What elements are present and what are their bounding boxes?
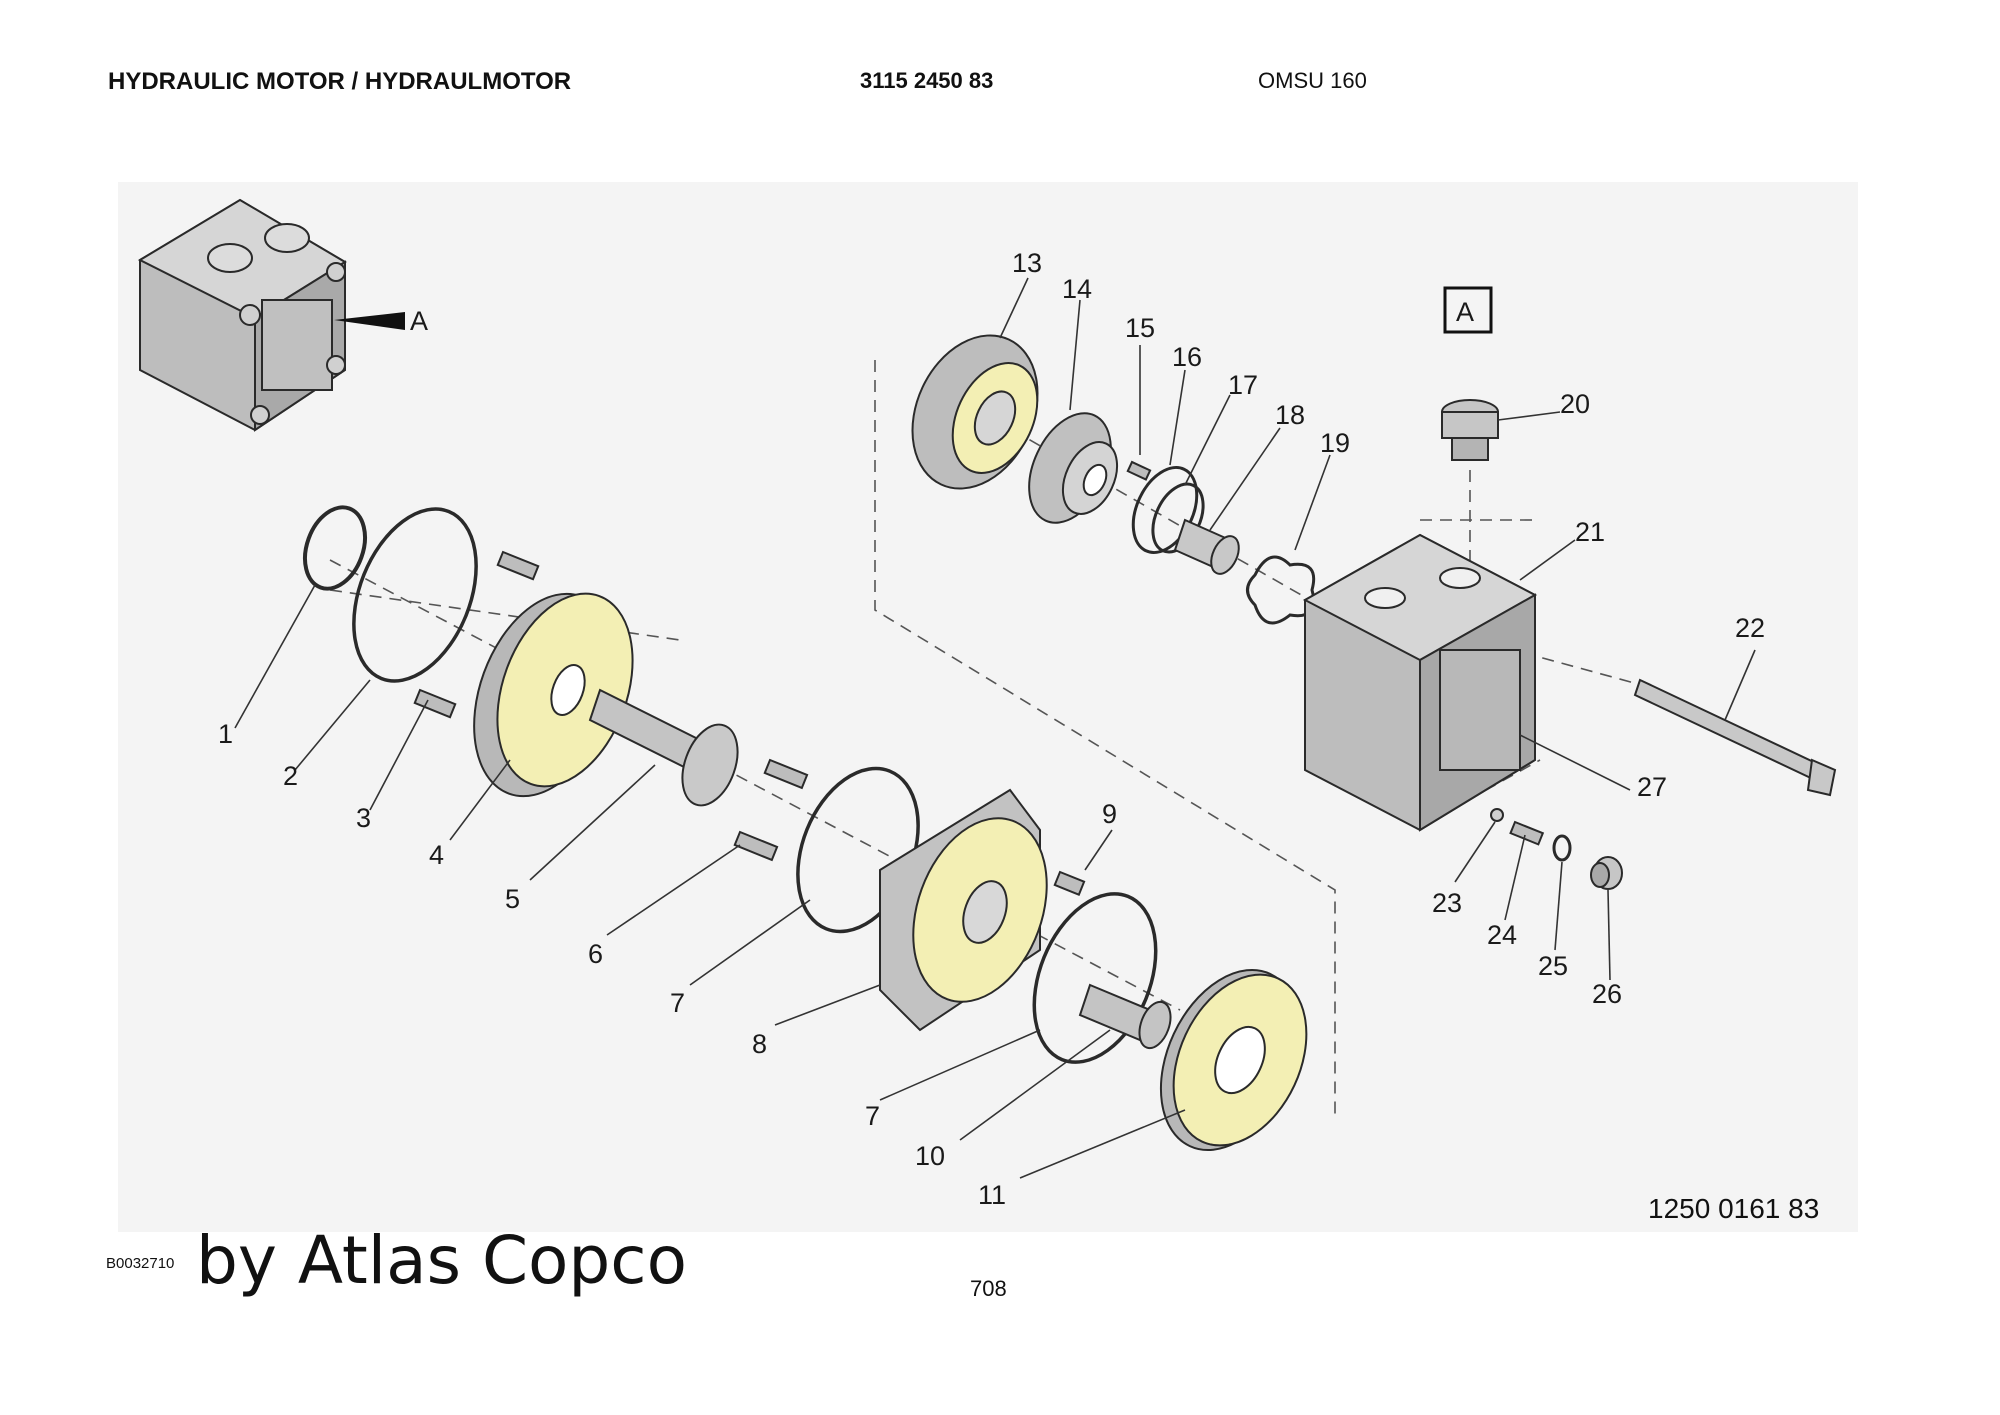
part-8-gerotor-housing — [879, 788, 1048, 1032]
part-13-end-cover — [911, 334, 1039, 490]
callout-1: 1 — [218, 719, 233, 749]
callout-15: 15 — [1125, 313, 1155, 343]
callout-7a: 7 — [670, 988, 685, 1018]
callout-21: 21 — [1575, 517, 1605, 547]
callout-3: 3 — [356, 803, 371, 833]
part-7-o-ring-b — [1032, 892, 1158, 1064]
callout-14: 14 — [1062, 274, 1092, 304]
part-4-flange — [473, 592, 634, 798]
callout-7b: 7 — [865, 1101, 880, 1131]
part-9-pin — [1053, 870, 1086, 897]
part-25-washer — [1552, 834, 1572, 862]
part-15-pin — [1126, 460, 1152, 481]
view-arrow — [334, 312, 405, 330]
part-11-valve-plate — [1159, 969, 1308, 1151]
part-20-plug — [1441, 399, 1499, 461]
part-number: 3115 2450 83 — [860, 68, 994, 93]
page-number: 708 — [970, 1276, 1007, 1301]
callout-2: 2 — [283, 761, 298, 791]
callout-9: 9 — [1102, 799, 1117, 829]
callout-6: 6 — [588, 939, 603, 969]
brand-text: by Atlas Copco — [196, 1222, 687, 1299]
leader-lines — [234, 277, 1756, 1179]
callout-11: 11 — [978, 1180, 1006, 1210]
figure-code: 1250 0161 83 — [1648, 1193, 1820, 1224]
part-10-drive-shaft — [1078, 983, 1172, 1050]
view-label-a: A — [410, 306, 428, 336]
document-code: B0032710 — [106, 1255, 175, 1272]
detail-box — [1443, 286, 1493, 334]
part-2-o-ring — [352, 507, 478, 683]
document-title: HYDRAULIC MOTOR / HYDRAULMOTOR — [108, 68, 572, 95]
callout-27: 27 — [1637, 772, 1667, 802]
callout-20: 20 — [1560, 389, 1590, 419]
part-14-bearing-housing — [1028, 412, 1119, 524]
part-23-ball — [1490, 808, 1504, 822]
detail-box-label: A — [1456, 297, 1474, 327]
callout-16: 16 — [1172, 342, 1202, 372]
callout-4: 4 — [429, 840, 444, 870]
callout-10: 10 — [915, 1141, 945, 1171]
callout-25: 25 — [1538, 951, 1568, 981]
callout-13: 13 — [1012, 248, 1042, 278]
part-5-shaft — [588, 688, 739, 807]
part-22-bolt — [1633, 678, 1837, 797]
part-26-plug — [1590, 856, 1623, 890]
callout-18: 18 — [1275, 400, 1305, 430]
callout-5: 5 — [505, 884, 520, 914]
model-name: OMSU 160 — [1258, 68, 1367, 93]
callout-19: 19 — [1320, 428, 1350, 458]
part-18-spool — [1173, 518, 1240, 575]
part-1-ring — [303, 505, 367, 591]
callout-22: 22 — [1735, 613, 1765, 643]
callout-8: 8 — [752, 1029, 767, 1059]
callout-17: 17 — [1228, 370, 1258, 400]
part-21-valve-body — [1302, 533, 1538, 832]
callout-numbers: 1 2 3 4 5 6 7 8 9 7 10 11 13 14 15 16 17… — [218, 248, 1765, 1210]
part-3-screws — [413, 550, 540, 719]
part-6-screws — [733, 758, 809, 862]
callout-24: 24 — [1487, 920, 1517, 950]
callout-23: 23 — [1432, 888, 1462, 918]
callout-26: 26 — [1592, 979, 1622, 1009]
assembled-motor-thumbnail — [137, 198, 347, 432]
